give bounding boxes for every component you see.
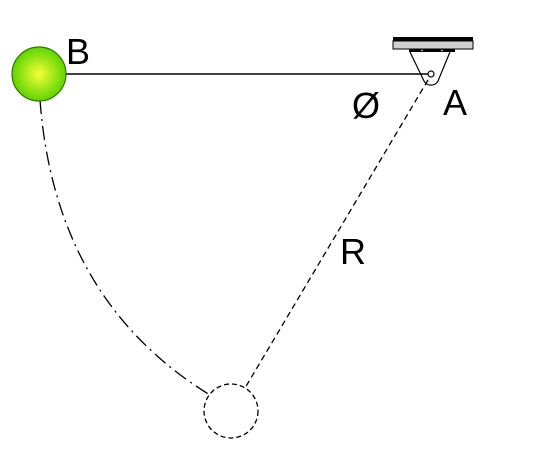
ball-start	[11, 46, 67, 102]
pivot-bracket	[409, 51, 451, 86]
ceiling-mount	[392, 37, 474, 52]
label-a: A	[443, 82, 467, 123]
radius-line	[244, 79, 429, 389]
label-angle: Ø	[352, 85, 380, 126]
label-r: R	[340, 231, 366, 272]
ball-bottom-position	[203, 383, 259, 439]
swing-arc	[39, 99, 211, 396]
pivot-point	[427, 70, 435, 78]
label-b: B	[66, 31, 90, 72]
